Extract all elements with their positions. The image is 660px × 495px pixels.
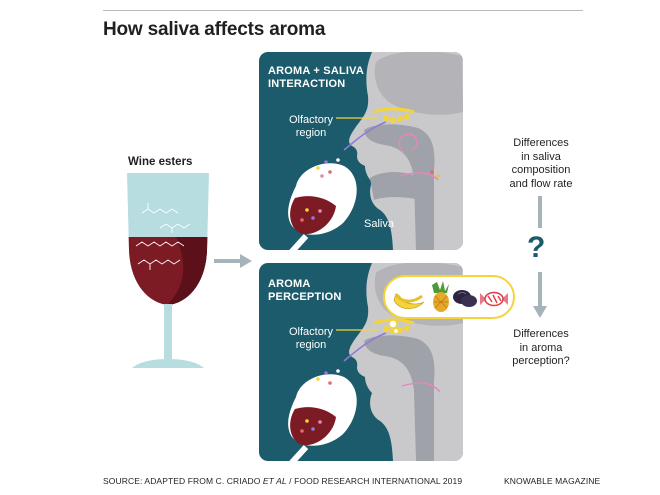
aroma-particles-2 (316, 369, 340, 385)
wine-esters-label: Wine esters (128, 156, 193, 168)
arrow-saliva-to-perception (533, 196, 547, 318)
side-top-line-4: and flow rate (509, 177, 573, 190)
small-wine-glass-1 (283, 163, 357, 250)
pineapple-icon (432, 281, 449, 312)
panel-2-title: AROMA PERCEPTION (268, 278, 342, 304)
side-top-line-3: composition (511, 164, 571, 176)
small-wine-glass-2 (283, 374, 357, 461)
saliva-differences-text: Differences in saliva composition and fl… (504, 137, 578, 191)
question-mark: ? (527, 231, 546, 264)
olfactory-label-2-line-1: Olfactory (288, 326, 333, 338)
perception-differences-text: Differences in aroma perception? (504, 328, 578, 369)
aroma-particles-1 (316, 158, 340, 178)
panel-1-title-line-2: INTERACTION (268, 78, 346, 90)
ester-molecules (135, 203, 191, 270)
candy-icon (480, 291, 508, 307)
panel-2-title-line-1: AROMA (268, 278, 311, 290)
panel-aroma-saliva-interaction (259, 52, 463, 250)
olfactory-region-label-2: Olfactory region (282, 326, 340, 352)
side-bottom-line-3: perception? (512, 355, 570, 367)
olfactory-region-label-1: Olfactory region (282, 114, 340, 140)
olfactory-label-2-line-2: region (295, 339, 327, 351)
panel-1-title-line-1: AROMA + SALIVA (268, 65, 364, 77)
thought-bubble (383, 275, 515, 335)
side-bottom-line-2: in aroma (519, 341, 563, 354)
panel-2-title-line-2: PERCEPTION (268, 291, 342, 303)
top-rule (103, 10, 583, 11)
arrow-glass-to-panels (214, 254, 252, 268)
side-top-line-2: in saliva (521, 150, 561, 163)
source-suffix: / FOOD RESEARCH INTERNATIONAL 2019 (286, 476, 463, 486)
banana-icon (393, 293, 425, 309)
side-bottom-line-1: Differences (513, 328, 569, 340)
publisher-credit: KNOWABLE MAGAZINE (504, 476, 601, 486)
source-credit: SOURCE: ADAPTED FROM C. CRIADO ET AL / F… (103, 476, 462, 486)
page-title: How saliva affects aroma (103, 19, 326, 40)
olfactory-label-1-line-1: Olfactory (288, 114, 333, 126)
side-top-line-1: Differences (513, 137, 569, 149)
saliva-label: Saliva (364, 218, 394, 230)
olfactory-label-1-line-2: region (295, 127, 327, 139)
plum-icon (453, 290, 477, 307)
wine-glass-illustration (127, 173, 209, 368)
panel-1-title: AROMA + SALIVA INTERACTION (268, 65, 364, 91)
source-italic: ET AL (262, 476, 287, 486)
source-prefix: SOURCE: ADAPTED FROM C. CRIADO (103, 476, 263, 486)
